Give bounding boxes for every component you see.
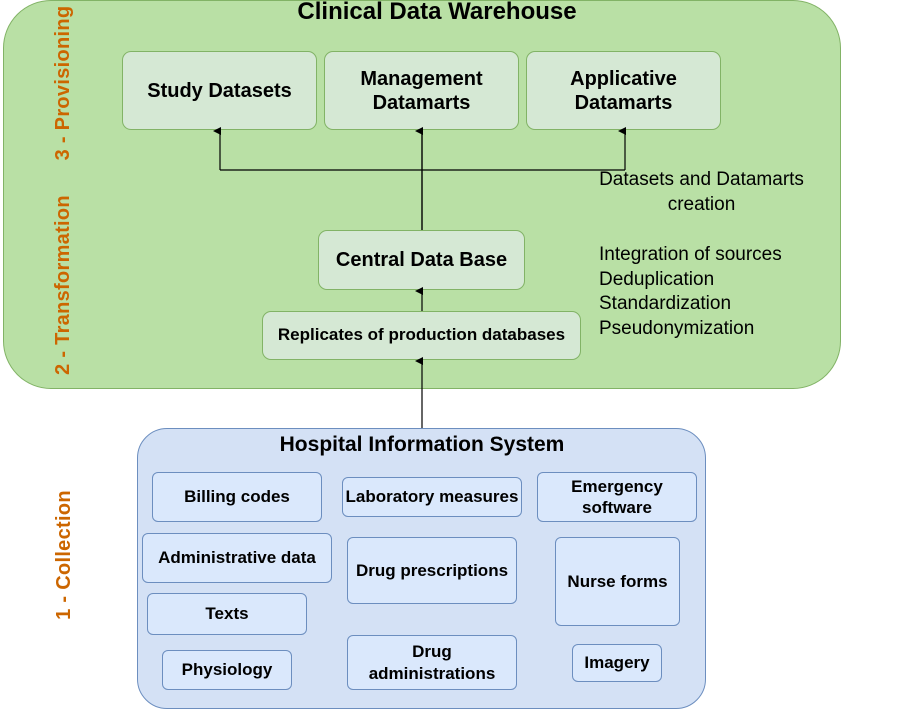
billing-codes-box: Billing codes <box>152 472 322 522</box>
administrative-data-box: Administrative data <box>142 533 332 583</box>
processing-step: Standardization <box>599 293 732 315</box>
emergency-software-box: Emergency software <box>537 472 697 522</box>
his-title: Hospital Information System <box>279 433 565 456</box>
physiology-box: Physiology <box>162 650 292 690</box>
laboratory-measures-box: Laboratory measures <box>342 477 522 517</box>
central-data-base-box: Central Data Base <box>318 230 525 290</box>
drug-prescriptions-box: Drug prescriptions <box>347 537 517 604</box>
study-datasets-box: Study Datasets <box>122 51 317 130</box>
processing-step: Deduplication <box>599 268 715 290</box>
nurse-forms-box: Nurse forms <box>555 537 680 626</box>
datasets-creation-note: Datasets and Datamarts creation <box>599 169 804 215</box>
processing-step: Integration of sources <box>599 244 782 265</box>
management-datamarts-box: Management Datamarts <box>324 51 519 130</box>
processing-step: Pseudonymization <box>599 318 755 340</box>
drug-administrations-box: Drug administrations <box>347 635 517 690</box>
texts-box: Texts <box>147 593 307 635</box>
processing-steps-note: Integration of sources Deduplication Sta… <box>599 243 829 342</box>
applicative-datamarts-box: Applicative Datamarts <box>526 51 721 130</box>
replicates-box: Replicates of production databases <box>262 311 581 360</box>
warehouse-title: Clinical Data Warehouse <box>297 0 577 25</box>
imagery-box: Imagery <box>572 644 662 682</box>
